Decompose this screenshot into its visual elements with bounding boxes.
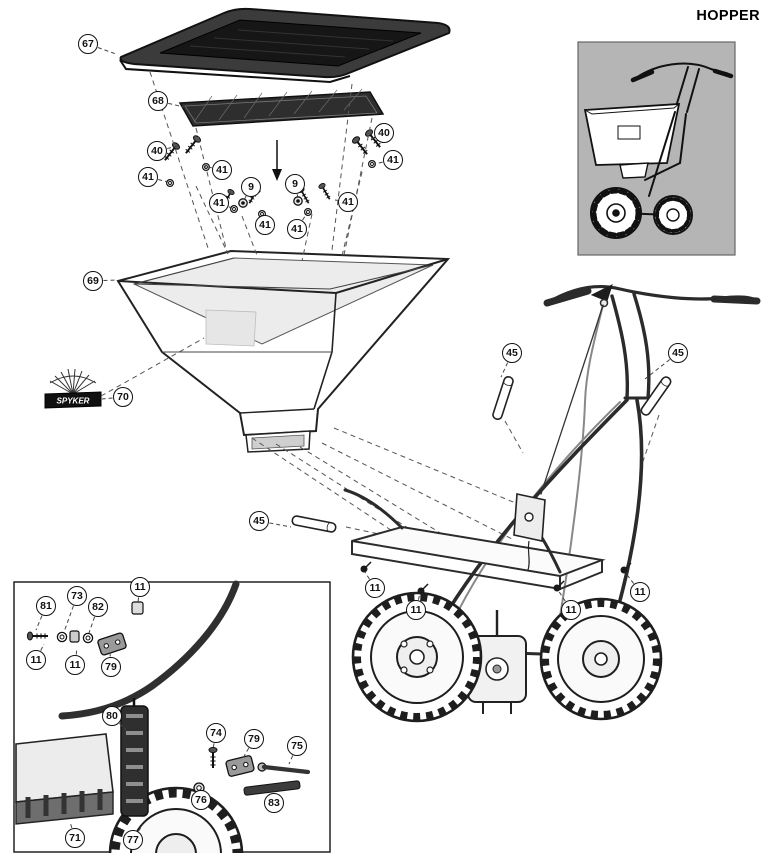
mounting-tube-drawings — [290, 374, 674, 534]
frame-bolt-points — [360, 561, 632, 595]
axle-hardware-drawing — [26, 601, 144, 656]
hardware-inset — [13, 580, 331, 853]
hopper-decal-area — [205, 309, 257, 347]
assembly-arrow — [272, 140, 282, 181]
hopper-body-drawing — [116, 249, 451, 453]
hardware-screws-drawing — [160, 127, 385, 218]
control-cable — [540, 304, 604, 495]
flow-gate-bracket-drawing — [513, 493, 546, 571]
cart-frame-drawing — [343, 284, 761, 658]
assembled-view-inset — [577, 41, 736, 256]
assembled-spreader-thumbnail — [583, 62, 734, 239]
right-wheel-drawing — [539, 597, 663, 721]
page-title: HOPPER — [696, 8, 760, 24]
flow-lever — [590, 284, 613, 302]
spyker-logo: SPYKER — [44, 368, 102, 409]
hopper-lid-drawing — [119, 7, 451, 84]
inset-frame-base-drawing — [15, 733, 114, 825]
agitator-drawing — [120, 698, 149, 817]
callout-leader-lines — [35, 47, 671, 832]
inset-frame-tube — [58, 580, 240, 720]
spyker-logo-text: SPYKER — [57, 397, 90, 406]
left-wheel-drawing — [351, 591, 483, 723]
hopper-screen-drawing — [178, 88, 385, 127]
